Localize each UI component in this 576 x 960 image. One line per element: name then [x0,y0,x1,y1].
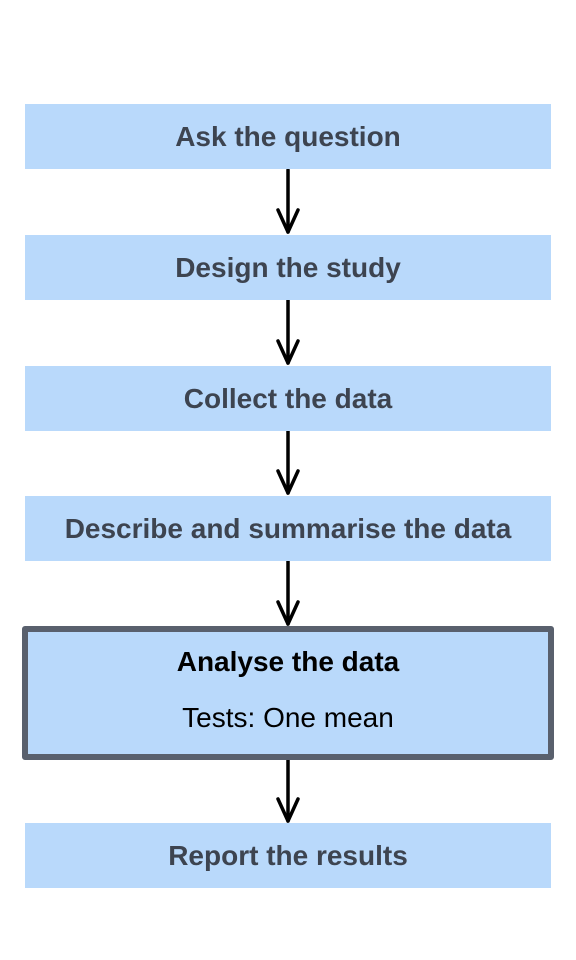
arrow-1 [276,168,300,234]
step-collect-the-data: Collect the data [25,366,551,431]
arrow-4 [276,559,300,626]
step-label: Analyse the data [176,646,400,677]
step-analyse-the-data-current: Analyse the data Tests: One mean [22,626,554,760]
arrow-5 [276,758,300,823]
step-label: Collect the data [183,382,393,414]
step-label: Report the results [168,839,408,871]
step-ask-the-question: Ask the question [25,104,551,169]
step-report-the-results: Report the results [25,823,551,888]
step-label: Describe and summarise the data [64,512,512,544]
step-label: Design the study [175,251,401,283]
step-design-the-study: Design the study [25,235,551,300]
arrow-3 [276,429,300,495]
step-describe-and-summarise: Describe and summarise the data [25,496,551,561]
step-detail: Tests: One mean [182,702,394,733]
step-label: Ask the question [175,120,401,152]
arrow-2 [276,298,300,365]
